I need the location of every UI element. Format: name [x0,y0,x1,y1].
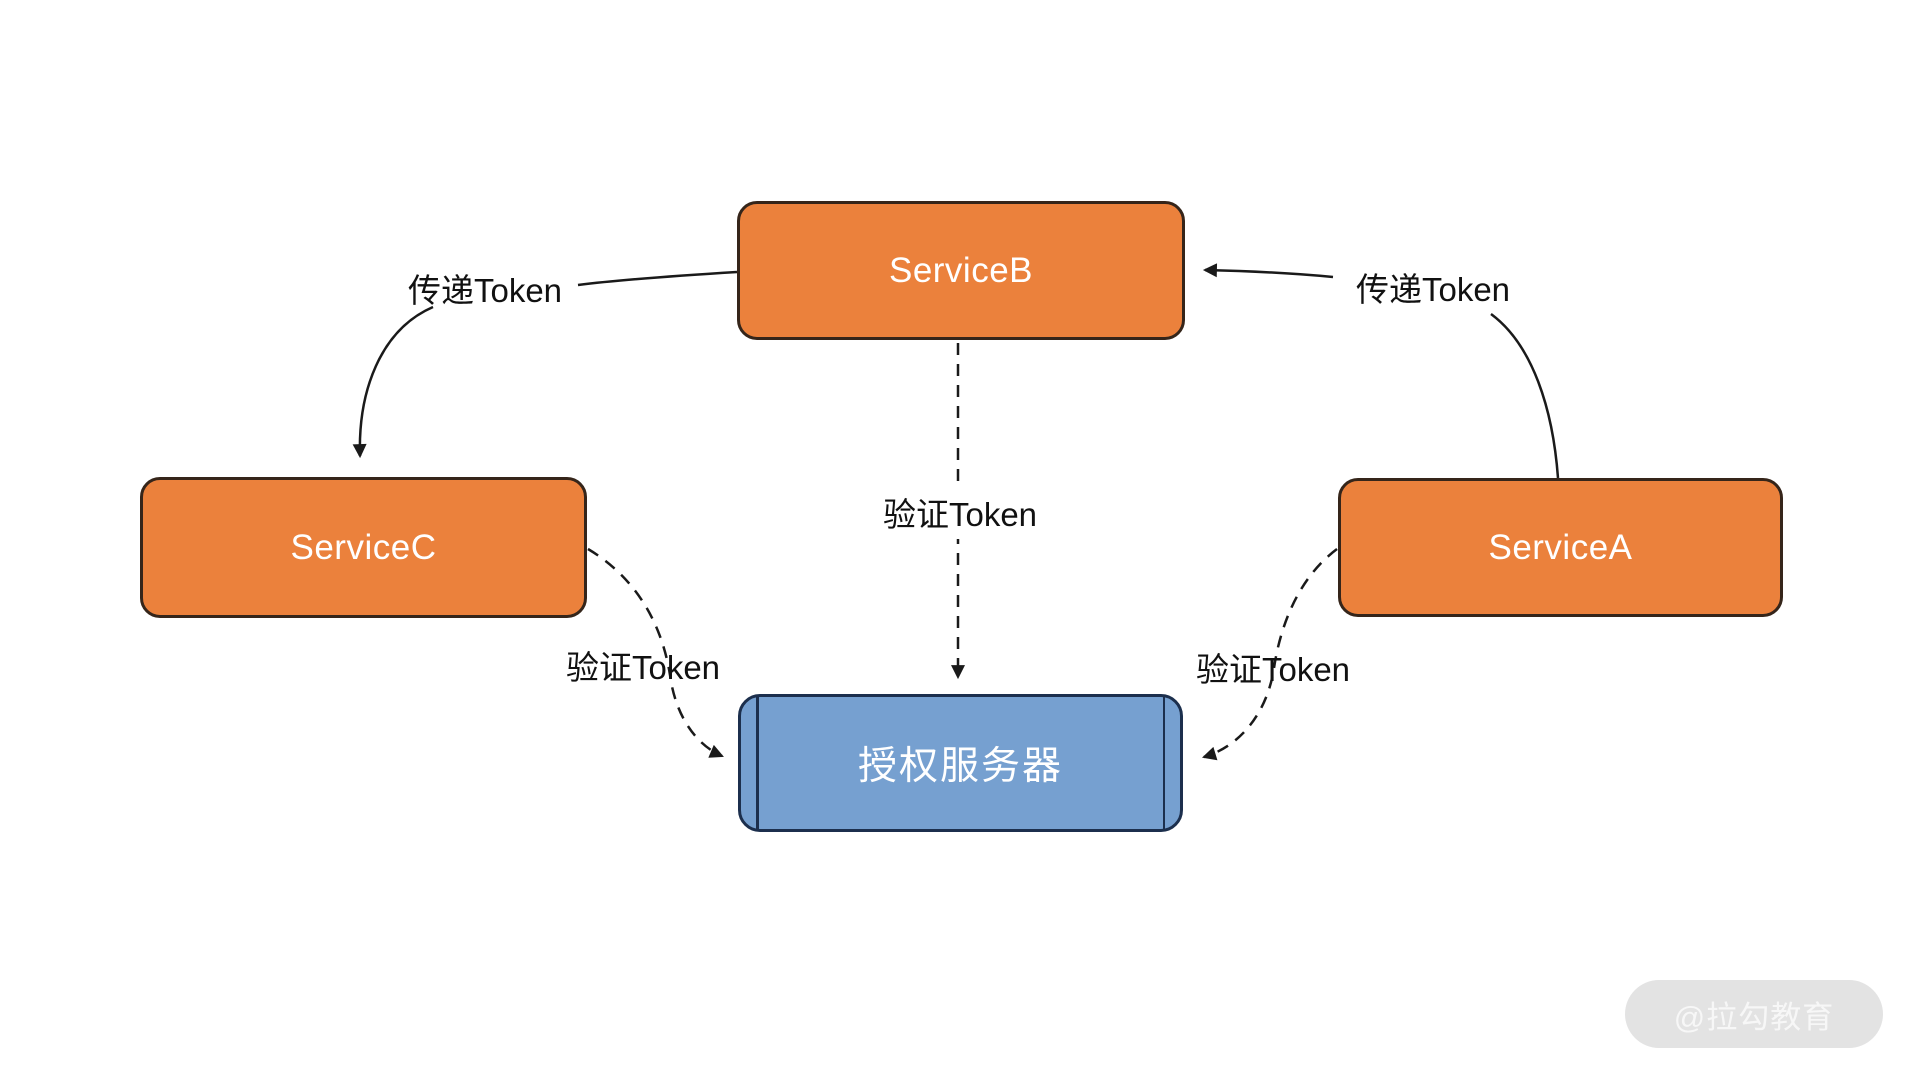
watermark-text: @拉勾教育 [1673,999,1835,1035]
edge-label-verify-token-right: 验证Token [1195,651,1351,688]
edge-label-verify-token-left: 验证Token [565,649,721,686]
auth-server-left-bar [756,697,759,829]
node-auth-server-label: 授权服务器 [857,745,1063,788]
node-service-a-label: ServiceA [1488,527,1633,567]
node-service-a: ServiceA [1338,478,1783,617]
node-service-c: ServiceC [140,477,587,618]
edge-label-pass-token-left: 传递Token [407,272,563,309]
edge-serviceb-to-servicec [352,270,738,459]
node-service-c-label: ServiceC [290,527,437,567]
node-auth-server: 授权服务器 [738,694,1183,832]
node-service-b: ServiceB [737,201,1185,340]
node-service-b-label: ServiceB [888,250,1034,290]
auth-server-right-bar [1162,697,1165,829]
edge-servicec-to-authserver [587,547,724,758]
edge-servicea-to-authserver [1201,548,1338,761]
edge-label-verify-token-center: 验证Token [870,485,1050,539]
edge-servicea-to-serviceb [1202,263,1560,479]
watermark-badge: @拉勾教育 [1625,980,1883,1048]
edge-label-pass-token-right: 传递Token [1355,271,1511,308]
